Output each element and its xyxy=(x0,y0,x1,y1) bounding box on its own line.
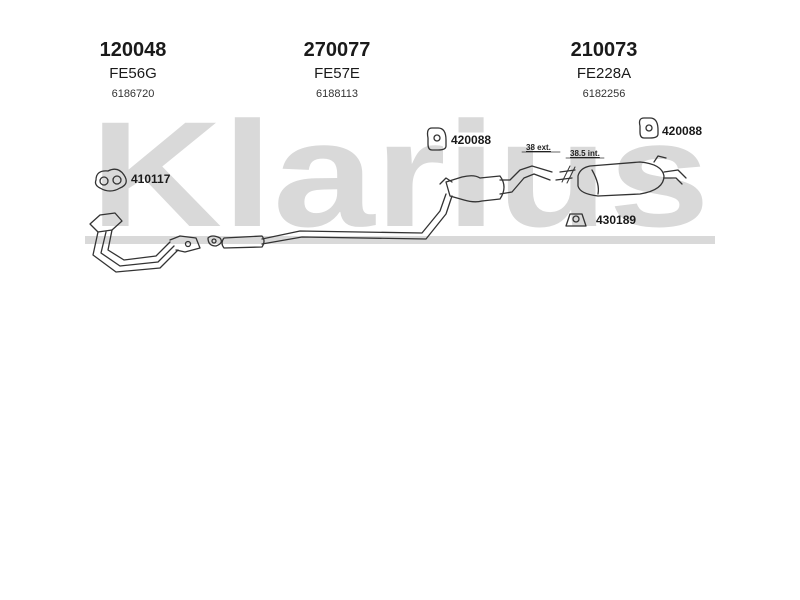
part-code: FE228A xyxy=(576,65,632,82)
svg-text:Klarius: Klarius xyxy=(90,114,710,254)
part-block-rear: 210073 FE228A 6182256 xyxy=(524,38,684,101)
dimension-label-int: 38.5 int. xyxy=(570,149,600,158)
gasket-icon xyxy=(94,168,127,192)
oem-number: 6182256 xyxy=(582,88,626,100)
callout-hanger-mid: 420088 xyxy=(451,133,492,147)
rubber-hanger-icon xyxy=(426,127,447,151)
oem-number: 6188113 xyxy=(315,88,358,100)
part-number: 270077 xyxy=(303,39,371,61)
front-downpipe-icon xyxy=(89,212,201,273)
callout-gasket: 410117 xyxy=(131,172,171,186)
part-code: FE56G xyxy=(109,65,157,82)
part-block-middle: 270077 FE57E 6188113 xyxy=(257,38,417,101)
callout-hanger-rear: 420088 xyxy=(662,124,703,138)
center-silencer-pipe-icon xyxy=(207,165,553,249)
rubber-mount-icon xyxy=(565,213,587,227)
rear-silencer-icon xyxy=(555,155,687,197)
part-number: 210073 xyxy=(570,39,638,61)
oem-number: 6186720 xyxy=(111,88,155,100)
klarius-watermark-logo: Klarius xyxy=(85,114,715,254)
part-code: FE57E xyxy=(314,65,360,82)
rubber-hanger-icon xyxy=(638,117,659,139)
callout-mount-rear: 430189 xyxy=(596,213,637,227)
part-number: 120048 xyxy=(99,39,167,61)
dimension-label-ext: 38 ext. xyxy=(526,143,551,152)
part-block-front: 120048 FE56G 6186720 xyxy=(53,38,213,101)
